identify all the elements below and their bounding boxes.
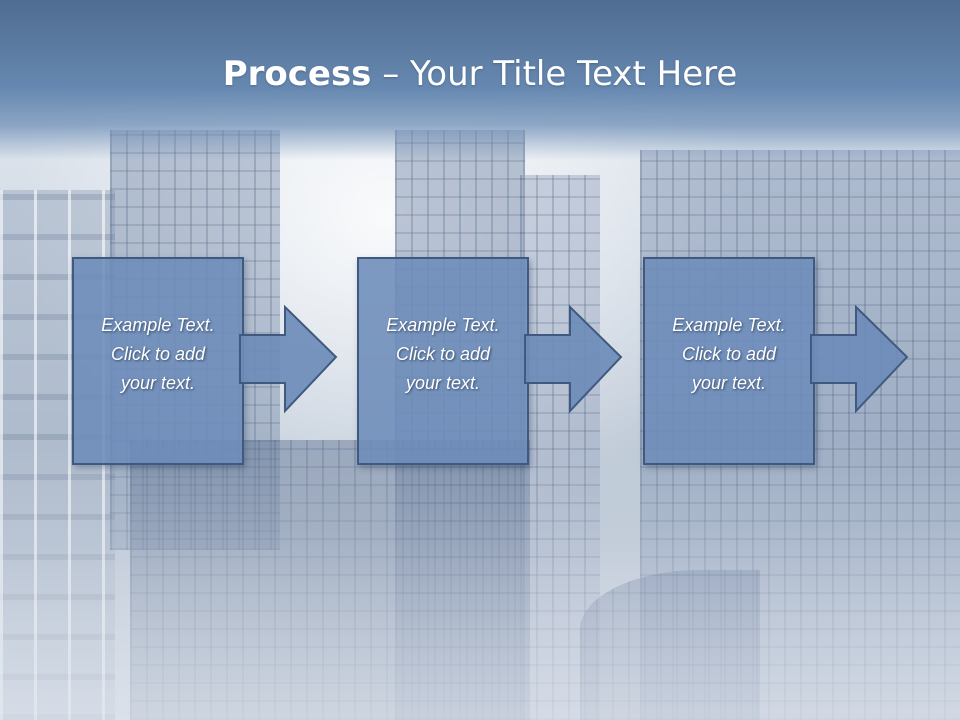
process-step-2[interactable]: Example Text. Click to add your text. <box>357 257 623 465</box>
slide-title[interactable]: Process – Your Title Text Here <box>0 52 960 96</box>
step-box[interactable] <box>357 257 529 465</box>
process-step-3[interactable]: Example Text. Click to add your text. <box>643 257 909 465</box>
right-arrow-icon <box>810 304 909 414</box>
step-text[interactable]: Example Text. Click to add your text. <box>386 315 500 393</box>
right-arrow-icon <box>524 304 623 414</box>
title-bold: Process <box>222 54 372 94</box>
step-text[interactable]: Example Text. Click to add your text. <box>672 315 786 393</box>
step-box[interactable] <box>72 257 244 465</box>
title-band <box>0 0 960 160</box>
title-rest: – Your Title Text Here <box>371 54 738 94</box>
step-text[interactable]: Example Text. Click to add your text. <box>101 315 215 393</box>
right-arrow-icon <box>239 304 338 414</box>
background-fade <box>0 440 960 720</box>
process-step-1[interactable]: Example Text. Click to add your text. <box>72 257 338 465</box>
